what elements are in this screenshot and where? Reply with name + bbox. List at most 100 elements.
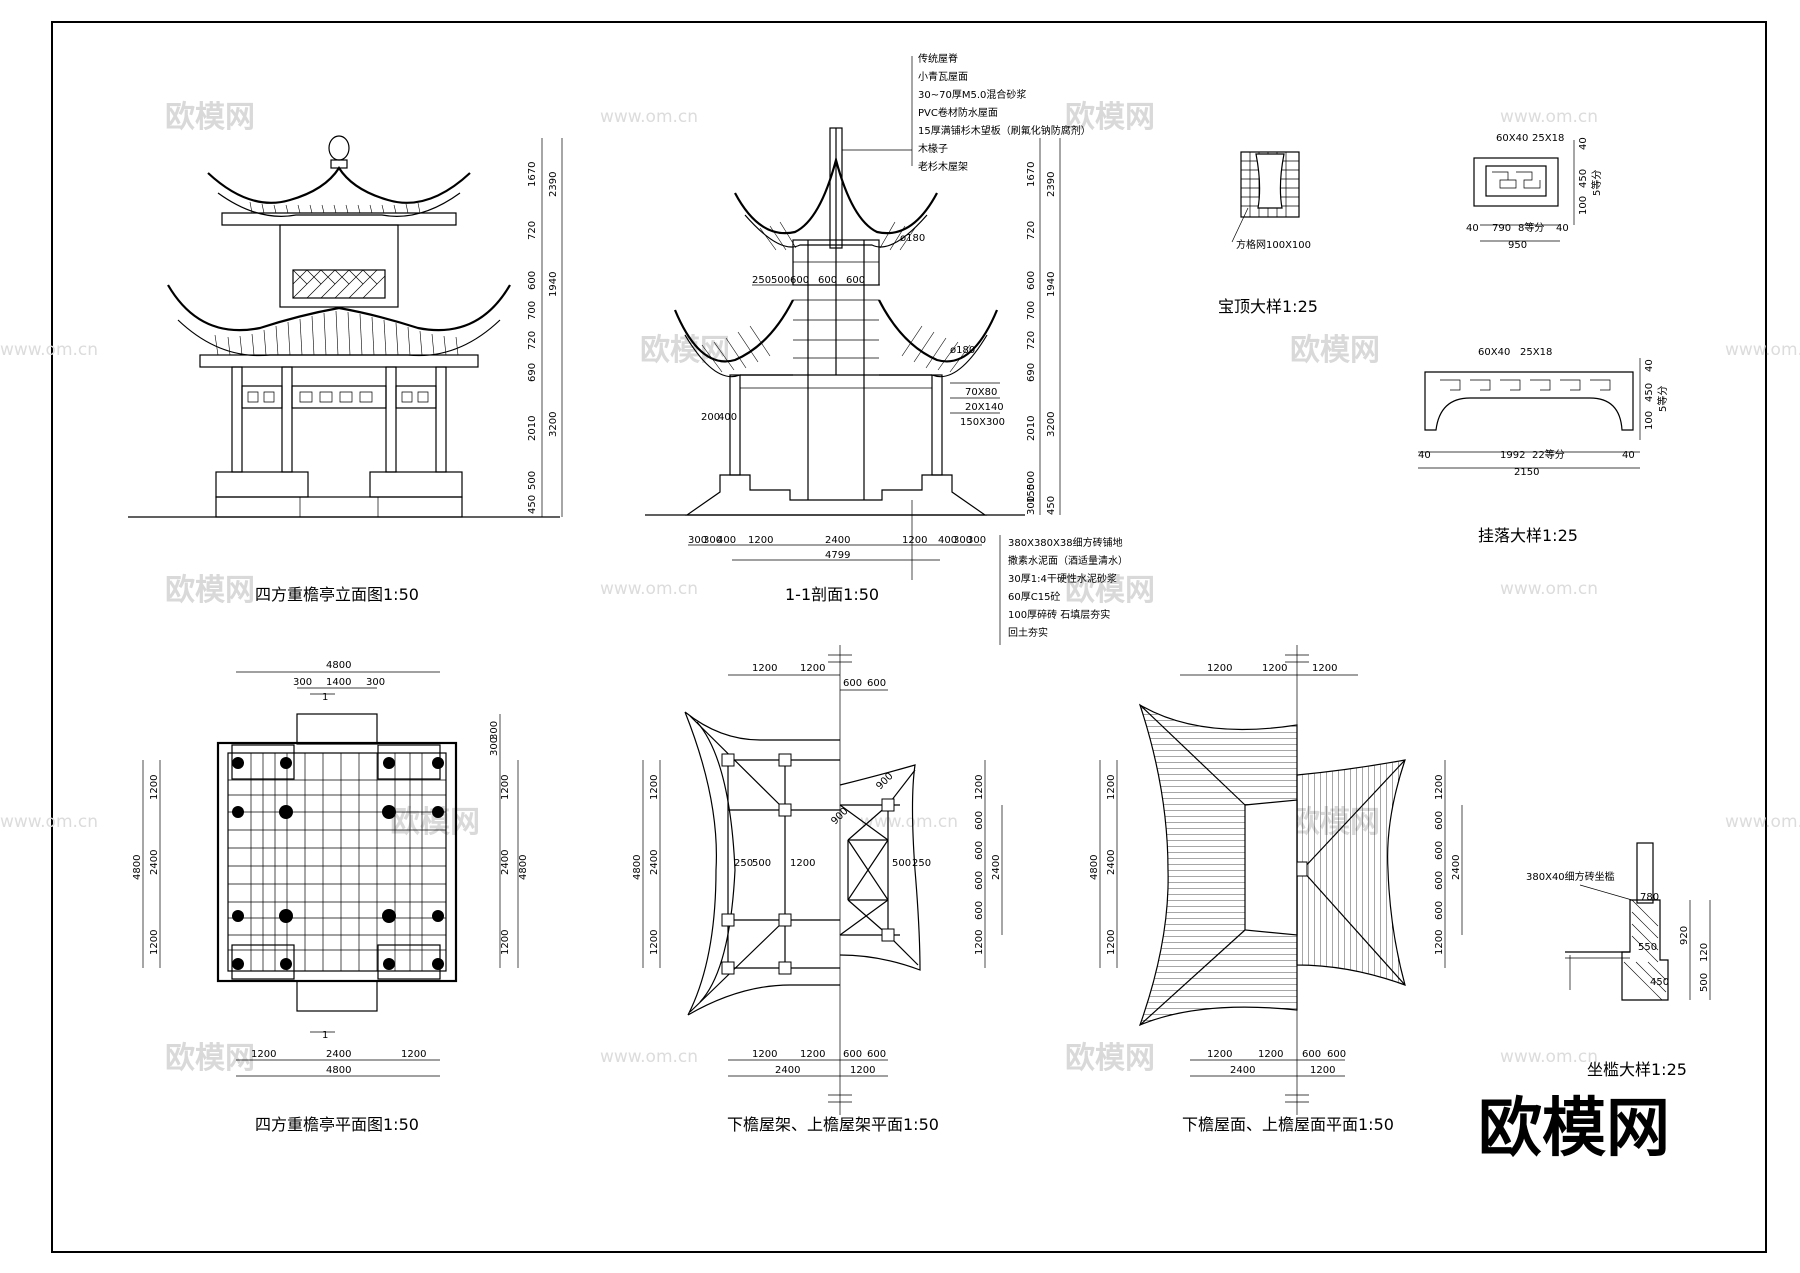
svg-text:2010: 2010: [1026, 416, 1037, 441]
svg-text:720: 720: [527, 331, 538, 350]
svg-text:1200: 1200: [974, 930, 985, 955]
svg-text:1200: 1200: [1106, 930, 1117, 955]
svg-text:1200: 1200: [500, 775, 511, 800]
svg-text:450: 450: [1650, 977, 1669, 988]
svg-text:小青瓦屋面: 小青瓦屋面: [918, 70, 968, 83]
svg-text:600: 600: [1026, 271, 1037, 290]
svg-text:400: 400: [718, 412, 737, 423]
watermark-text: 欧模网: [165, 1041, 255, 1076]
watermark-url: www.om.cn: [1500, 107, 1598, 127]
svg-text:150X300: 150X300: [960, 417, 1005, 428]
svg-text:1200: 1200: [1312, 663, 1337, 674]
svg-text:1200: 1200: [1207, 663, 1232, 674]
svg-text:600: 600: [1302, 1049, 1321, 1060]
svg-text:25X18: 25X18: [1532, 133, 1564, 144]
svg-text:250: 250: [752, 275, 771, 286]
svg-text:150: 150: [1026, 484, 1037, 503]
watermark-url: www.om.cn: [600, 1047, 698, 1067]
svg-text:600: 600: [843, 678, 862, 689]
svg-text:1200: 1200: [251, 1049, 276, 1060]
svg-text:4800: 4800: [326, 660, 351, 671]
svg-text:500: 500: [1699, 973, 1710, 992]
svg-text:600: 600: [1434, 841, 1445, 860]
watermark-text: 欧模网: [1290, 333, 1380, 368]
svg-text:1200: 1200: [752, 1049, 777, 1060]
svg-text:1940: 1940: [548, 272, 559, 297]
svg-text:1940: 1940: [1046, 272, 1057, 297]
svg-text:4800: 4800: [518, 855, 529, 880]
svg-text:2400: 2400: [326, 1049, 351, 1060]
svg-text:1: 1: [322, 692, 328, 703]
svg-text:1200: 1200: [974, 775, 985, 800]
svg-text:ø180: ø180: [950, 345, 975, 356]
svg-text:1200: 1200: [748, 535, 773, 546]
svg-text:450: 450: [1578, 169, 1589, 188]
floor-plan: 4800 300 1400 300 1 1 4800 1200 2400 120…: [132, 660, 529, 1134]
svg-text:4800: 4800: [1089, 855, 1100, 880]
svg-text:40: 40: [1466, 223, 1479, 234]
svg-text:ø180: ø180: [900, 233, 925, 244]
svg-text:600: 600: [974, 871, 985, 890]
svg-text:120: 120: [1699, 943, 1710, 962]
svg-text:1200: 1200: [1207, 1049, 1232, 1060]
watermark-url: www.om.cn: [600, 107, 698, 127]
svg-text:600: 600: [1434, 811, 1445, 830]
svg-text:1670: 1670: [527, 162, 538, 187]
svg-text:300: 300: [489, 721, 500, 740]
svg-text:2400: 2400: [1451, 855, 1462, 880]
svg-text:720: 720: [1026, 331, 1037, 350]
svg-text:300: 300: [293, 677, 312, 688]
svg-text:1200: 1200: [1258, 1049, 1283, 1060]
svg-text:4800: 4800: [132, 855, 143, 880]
svg-text:600: 600: [527, 271, 538, 290]
svg-text:400: 400: [717, 535, 736, 546]
svg-text:撒素水泥面（酒适量清水）: 撒素水泥面（酒适量清水）: [1008, 554, 1128, 567]
roof-frame-plan: 900 900 1200 1200 600 600 4800 1200 2400…: [632, 645, 1003, 1134]
svg-text:8等分: 8等分: [1518, 221, 1544, 234]
svg-text:3200: 3200: [548, 412, 559, 437]
svg-text:1200: 1200: [1106, 775, 1117, 800]
watermark-text: 欧模网: [1065, 573, 1155, 608]
svg-text:2400: 2400: [991, 855, 1002, 880]
svg-text:600: 600: [1327, 1049, 1346, 1060]
svg-text:600: 600: [867, 1049, 886, 1060]
sheet-border: [51, 21, 1767, 1253]
svg-text:920: 920: [1679, 926, 1690, 945]
svg-text:20X140: 20X140: [965, 402, 1004, 413]
svg-text:5等分: 5等分: [1656, 386, 1669, 412]
svg-text:2400: 2400: [649, 850, 660, 875]
svg-text:720: 720: [527, 221, 538, 240]
watermark-url: www.om.cn: [1725, 340, 1800, 360]
svg-text:40: 40: [1556, 223, 1569, 234]
svg-text:15厚满铺杉木望板（刷氟化钠防腐剂）: 15厚满铺杉木望板（刷氟化钠防腐剂）: [918, 124, 1091, 137]
svg-text:老杉木屋架: 老杉木屋架: [918, 160, 968, 173]
svg-text:4800: 4800: [632, 855, 643, 880]
svg-text:2400: 2400: [825, 535, 850, 546]
svg-text:100: 100: [1578, 196, 1589, 215]
svg-text:2400: 2400: [500, 850, 511, 875]
svg-text:690: 690: [527, 363, 538, 382]
svg-text:2400: 2400: [775, 1065, 800, 1076]
svg-text:300: 300: [703, 535, 722, 546]
svg-text:1200: 1200: [800, 1049, 825, 1060]
svg-text:300: 300: [366, 677, 385, 688]
section-caption: 1-1剖面1:50: [785, 585, 879, 604]
svg-text:4799: 4799: [825, 550, 850, 561]
watermark-text: 欧模网: [165, 573, 255, 608]
svg-text:600: 600: [1434, 871, 1445, 890]
svg-text:600: 600: [1434, 901, 1445, 920]
svg-text:40: 40: [1622, 450, 1635, 461]
svg-text:300: 300: [967, 535, 986, 546]
elevation-drawing: 1670 720 600 700 720 690 2010 500 450 23…: [128, 135, 563, 604]
svg-text:40: 40: [1418, 450, 1431, 461]
svg-text:200: 200: [701, 412, 720, 423]
watermark-url: www.om.cn: [0, 340, 98, 360]
svg-text:550: 550: [1638, 942, 1657, 953]
svg-text:1992: 1992: [1500, 450, 1525, 461]
svg-text:60X40: 60X40: [1478, 347, 1510, 358]
watermark-url: www.om.cn: [1500, 1047, 1598, 1067]
svg-text:1200: 1200: [1434, 930, 1445, 955]
svg-text:950: 950: [1508, 240, 1527, 251]
roof-surface-plan: 1200 1200 1200 4800 1200 2400 1200 1200 …: [1089, 645, 1463, 1134]
svg-text:500: 500: [752, 858, 771, 869]
